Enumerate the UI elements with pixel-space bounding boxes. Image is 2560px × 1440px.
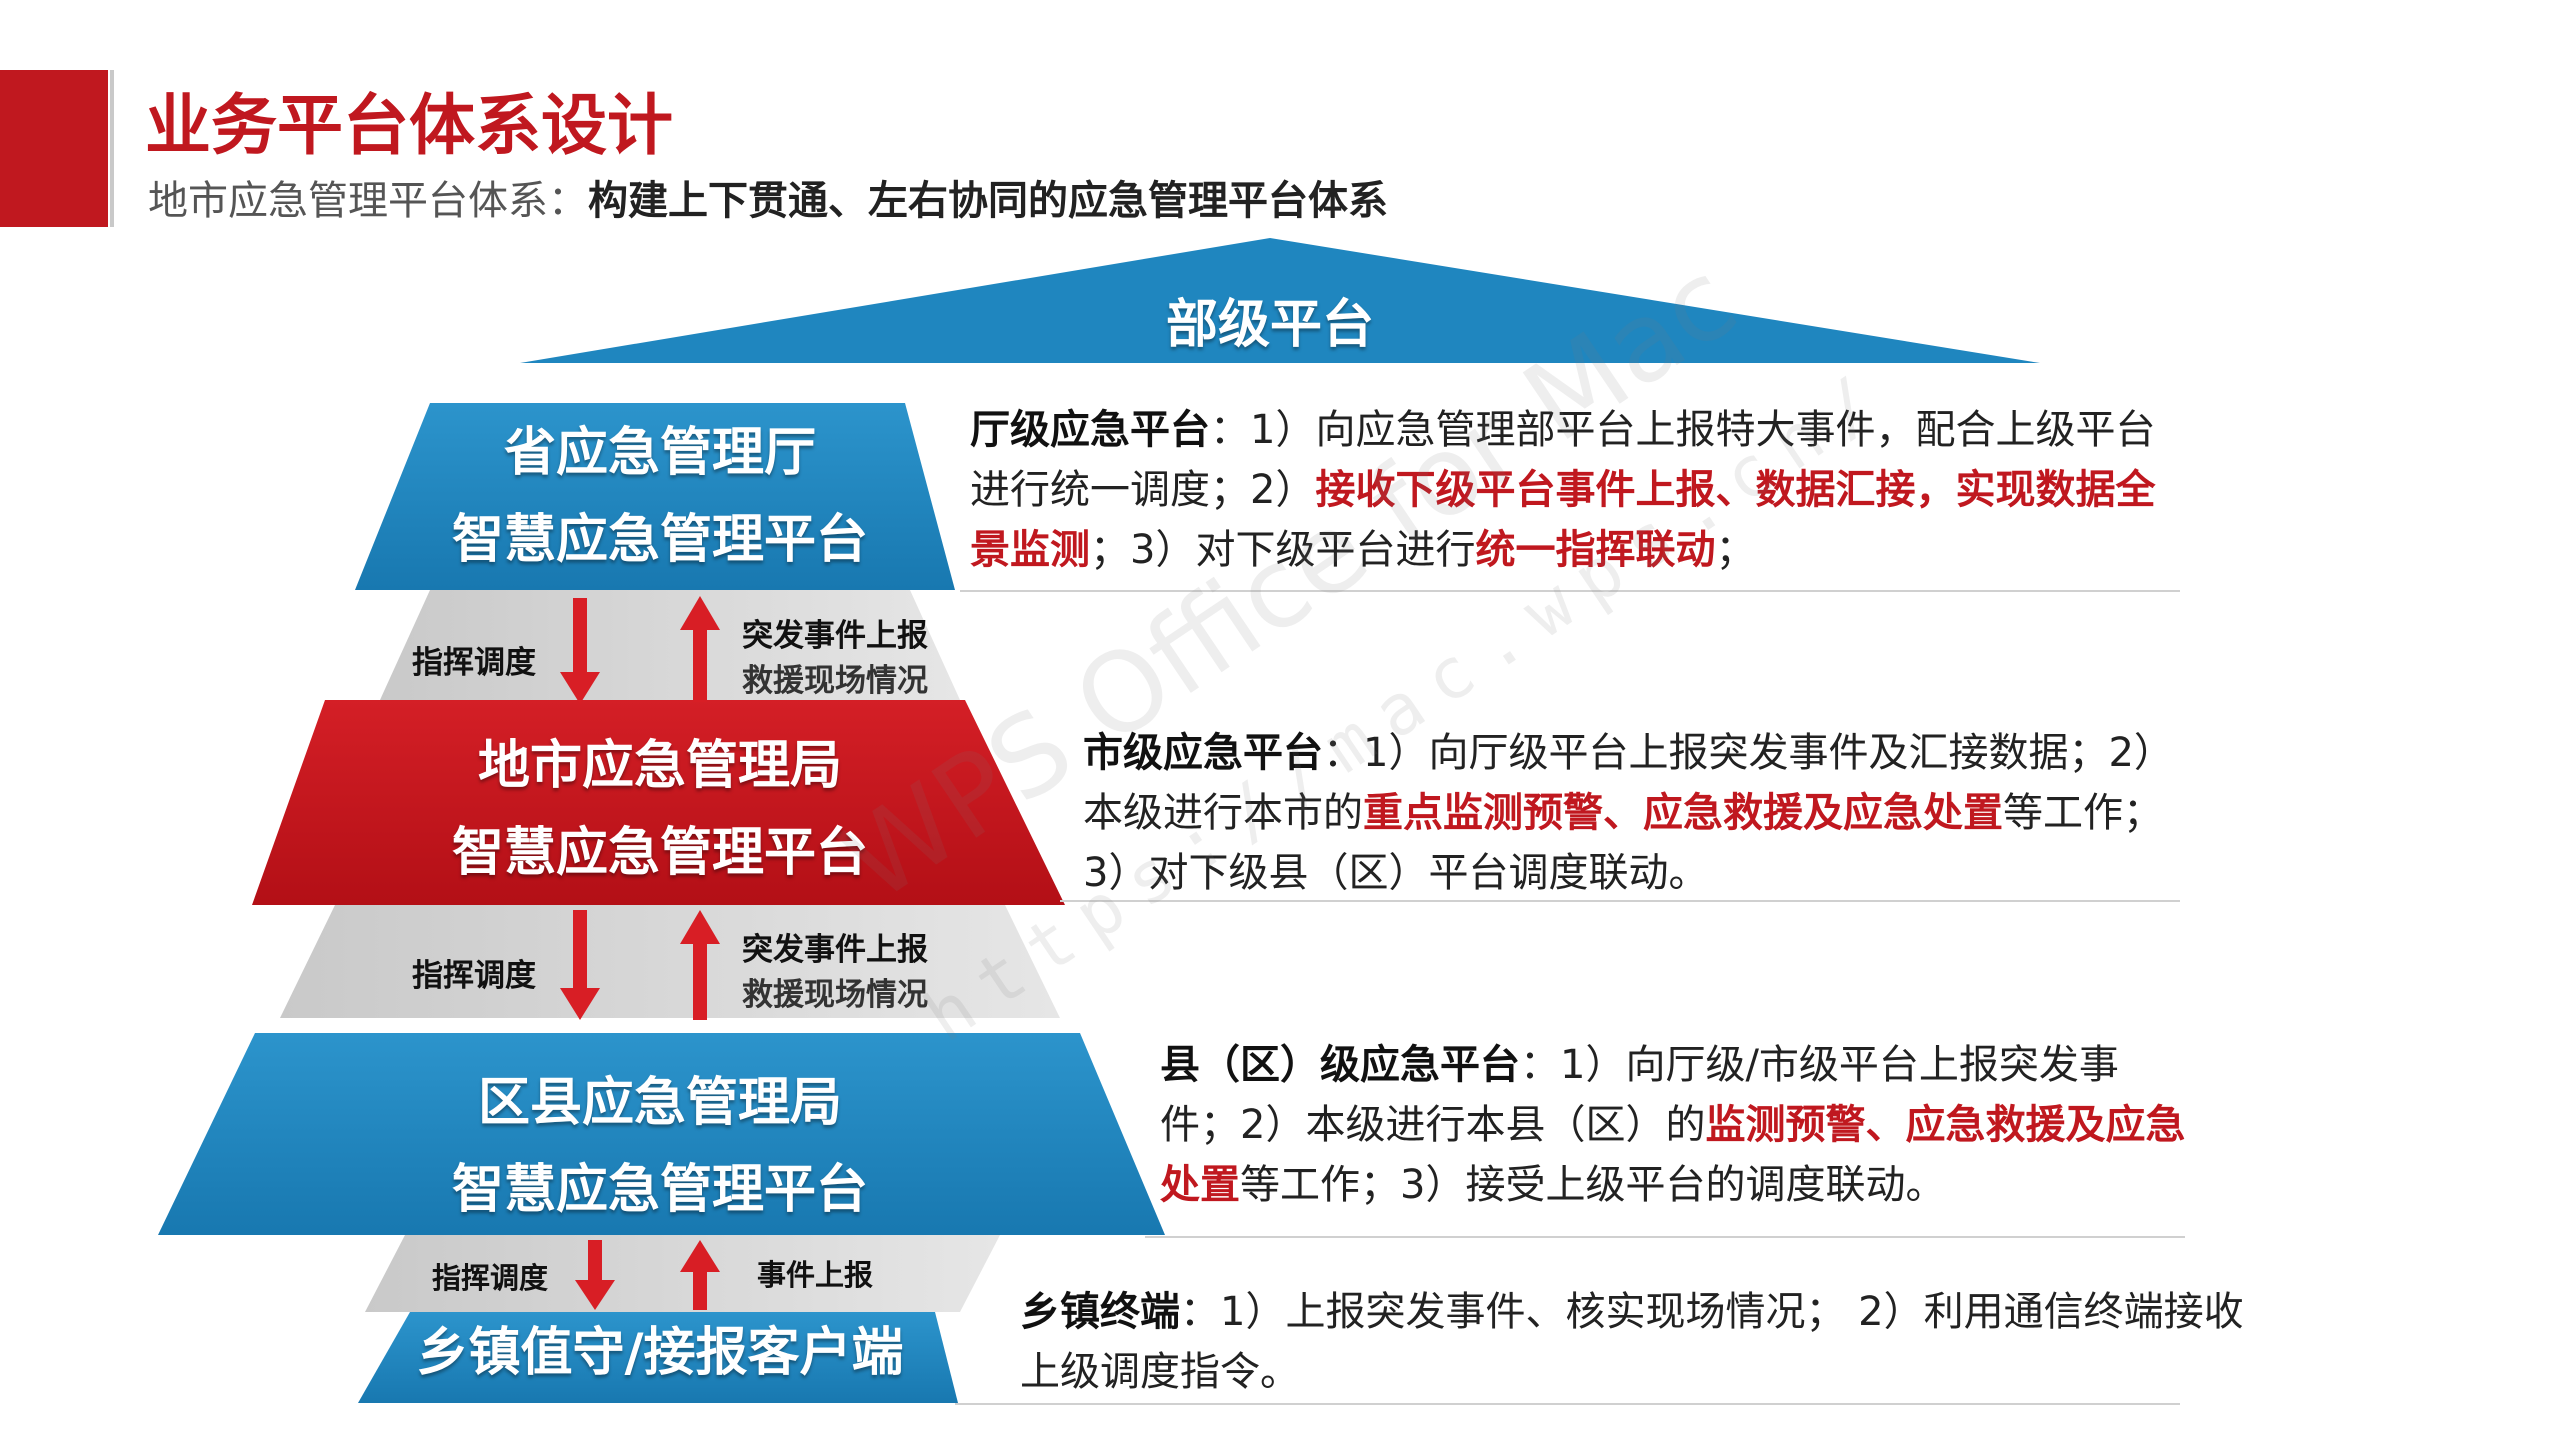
layer-4-title: 乡镇值守/接报客户端 [416,1323,904,1383]
description-heading: 市级应急平台 [1083,730,1323,776]
arrow-down-3 [575,1240,615,1310]
layer-1-shape [355,403,955,590]
link-1-up-label-1: 突发事件上报 [742,618,928,654]
description-divider [960,590,2180,592]
description-text: ：1）向应急管理部平台上报特大事件，配合上级平台进行统一调度；2） [970,407,2156,513]
link-2-up-label-2: 救援现场情况 [742,977,928,1013]
header-accent-line [110,70,114,227]
header-accent-block [0,70,108,227]
arrow-up-3 [680,1240,720,1310]
top-roof-shape [520,238,2040,363]
description-highlight: 接收下级平台事件上报、数据汇接，实现数据全景监测 [970,467,2156,573]
description-divider [955,1403,2180,1405]
description-text: 等工作；3）对下级县（区）平台调度联动。 [1083,790,2163,896]
link-2-up-label-1: 突发事件上报 [742,932,928,968]
page-subtitle: 地市应急管理平台体系：构建上下贯通、左右协同的应急管理平台体系 [148,168,1388,226]
connector-3 [365,1235,1000,1312]
description-text: 等工作；3）接受上级平台的调度联动。 [1240,1162,1946,1208]
layer-2-shape [252,700,1065,905]
description-text: ：1）向厅级平台上报突发事件及汇接数据；2）本级进行本市的 [1083,730,2174,836]
subtitle-emphasis: 构建上下贯通、左右协同的应急管理平台体系 [588,178,1388,224]
subtitle-prefix: 地市应急管理平台体系： [148,178,588,224]
arrow-down-2 [560,910,600,1020]
description-divider [1060,900,2180,902]
description-provincial: 厅级应急平台：1）向应急管理部平台上报特大事件，配合上级平台进行统一调度；2）接… [970,400,2180,580]
description-heading: 厅级应急平台 [970,407,1210,453]
arrow-up-2 [680,910,720,1020]
description-text: ； [1715,527,1756,573]
link-1-up-label-2: 救援现场情况 [742,663,928,699]
link-1-down-label: 指挥调度 [412,645,536,681]
layer-4-shape [358,1312,958,1403]
page-title: 业务平台体系设计 [145,87,673,164]
description-text: ：1）上报突发事件、核实现场情况； 2）利用通信终端接收上级调度指令。 [1020,1289,2244,1395]
description-township: 乡镇终端：1）上报突发事件、核实现场情况； 2）利用通信终端接收上级调度指令。 [1020,1282,2260,1402]
top-level-label: 部级平台 [1165,295,1374,355]
layer-2-platform: 智慧应急管理平台 [451,823,868,883]
arrow-down-1 [560,598,600,704]
arrow-up-1 [680,596,720,702]
connector-1 [380,590,960,700]
description-text: ：1）向厅级/市级平台上报突发事件；2）本级进行本县（区）的 [1160,1042,2119,1148]
description-highlight: 统一指挥联动 [1475,527,1716,573]
description-highlight: 重点监测预警、应急救援及应急处置 [1363,790,2003,836]
layer-3-platform: 智慧应急管理平台 [451,1160,868,1220]
description-heading: 乡镇终端 [1020,1289,1180,1335]
layer-1-title: 省应急管理厅 [503,423,816,483]
layer-3-title: 区县应急管理局 [477,1073,842,1133]
link-2-down-label: 指挥调度 [412,958,536,994]
description-highlight: 监测预警、应急救援及应急处置 [1160,1102,2186,1208]
link-3-down-label: 指挥调度 [432,1261,549,1295]
connector-2 [280,905,1060,1018]
description-divider [1145,1236,2185,1238]
description-county: 县（区）级应急平台：1）向厅级/市级平台上报突发事件；2）本级进行本县（区）的监… [1160,1035,2190,1215]
description-text: ；3）对下级平台进行 [1090,527,1476,573]
layer-2-title: 地市应急管理局 [477,736,842,796]
description-heading: 县（区）级应急平台 [1160,1042,1520,1088]
link-3-up-label: 事件上报 [757,1258,874,1292]
layer-3-shape [158,1033,1165,1235]
layer-1-platform: 智慧应急管理平台 [451,510,868,570]
description-municipal: 市级应急平台：1）向厅级平台上报突发事件及汇接数据；2）本级进行本市的重点监测预… [1083,723,2193,903]
